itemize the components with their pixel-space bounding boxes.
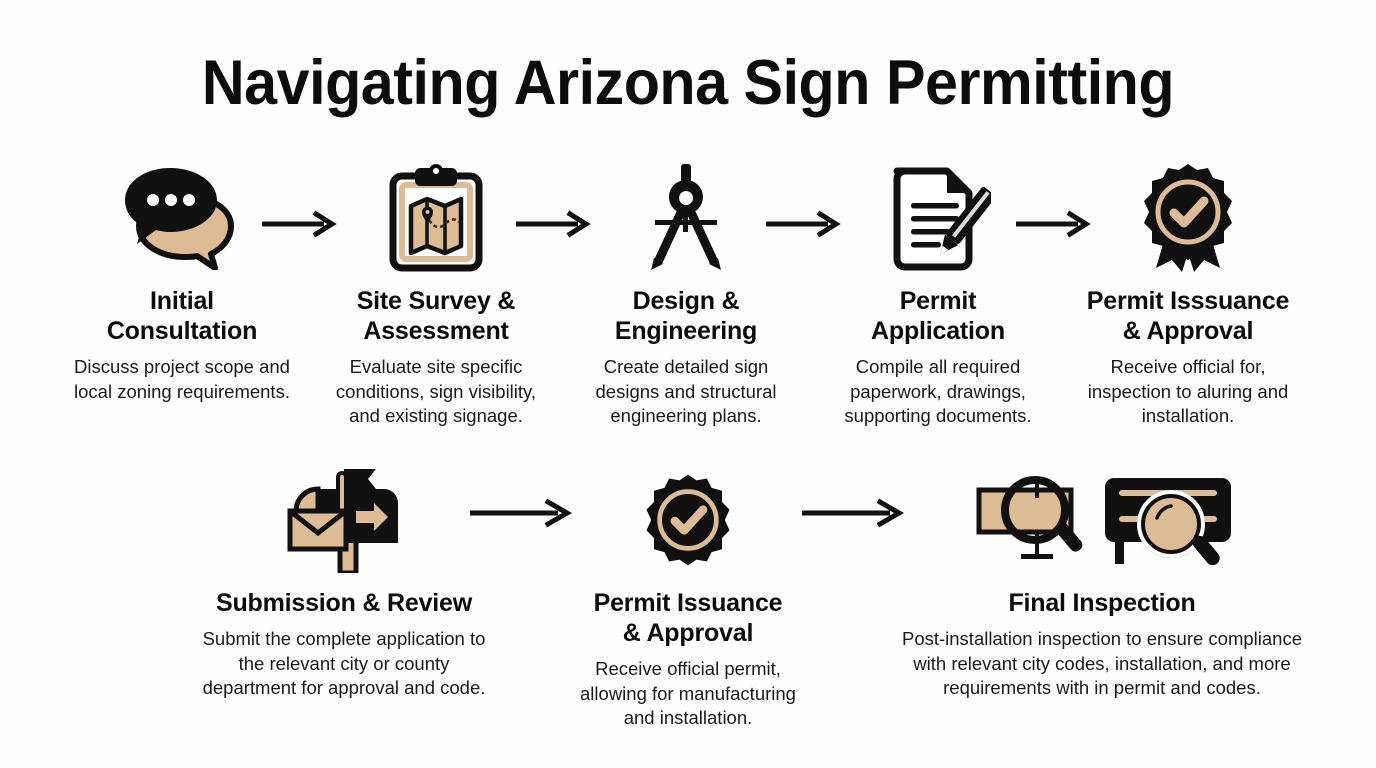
arrow-5-icon <box>470 498 574 528</box>
arrow-4-icon <box>1016 210 1092 240</box>
step-card-initial-consultation: Initial Consultation Discuss project sco… <box>66 160 298 404</box>
step-title-line1: Permit Isssuance <box>1086 287 1290 315</box>
step-title: Design & Engineering <box>570 286 802 346</box>
step-card-final-inspection: Final Inspection Post-installation inspe… <box>900 462 1304 701</box>
award-badge-check-icon <box>572 462 804 578</box>
step-title-line2: & Approval <box>1122 317 1254 345</box>
step-title-line1: Permit <box>899 287 977 315</box>
step-card-submission-review: Submission & Review Submit the complete … <box>200 462 488 701</box>
step-title-line1: Initial <box>150 287 214 315</box>
arrow-3-icon <box>766 210 842 240</box>
step-description: Discuss project scope and local zoning r… <box>74 356 290 402</box>
step-card-permit-isssuance-approval: Permit Isssuance & Approval Receive offi… <box>1072 160 1304 429</box>
arrow-6-icon <box>802 498 906 528</box>
step-title-line2: Engineering <box>614 317 758 345</box>
step-description: Submit the complete application to the r… <box>202 628 486 698</box>
document-pen-icon <box>822 160 1054 276</box>
step-title-line2: Consultation <box>106 317 258 345</box>
step-title: Initial Consultation <box>66 286 298 346</box>
step-card-design-engineering: Design & Engineering Create detailed sig… <box>570 160 802 429</box>
mailbox-icon <box>200 462 488 578</box>
step-title-line2: & Approval <box>622 619 754 647</box>
step-description: Receive official permit, allowing for ma… <box>580 658 796 728</box>
step-description: Evaluate site specific conditions, sign … <box>335 356 537 426</box>
step-card-site-survey-assessment: Site Survey & Assessment Evaluate site s… <box>320 160 552 429</box>
step-title: Submission & Review <box>216 589 472 617</box>
step-card-permit-issuance-approval: Permit Issuance & Approval Receive offic… <box>572 462 804 731</box>
step-title-line2: Application <box>871 317 1005 345</box>
step-description: Compile all required paperwork, drawings… <box>844 356 1032 426</box>
step-description: Create detailed sign designs and structu… <box>595 356 777 426</box>
step-title-line1: Design & <box>632 287 740 315</box>
step-title: Site Survey & Assessment <box>320 286 552 346</box>
step-title-line1: Permit Issuance <box>593 589 783 617</box>
speech-bubbles-icon <box>66 160 298 276</box>
clipboard-map-icon <box>320 160 552 276</box>
step-title: Final Inspection <box>1008 589 1196 617</box>
step-description: Post-installation inspection to ensure c… <box>901 628 1303 698</box>
arrow-2-icon <box>516 210 592 240</box>
step-title: Permit Issuance & Approval <box>572 588 804 648</box>
step-title-line1: Site Survey & <box>356 287 516 315</box>
step-description: Receive official for, inspection to alur… <box>1087 356 1289 426</box>
sign-magnifier-icon <box>900 462 1304 578</box>
award-badge-check-icon <box>1072 160 1304 276</box>
step-title: Permit Application <box>822 286 1054 346</box>
drafting-compass-icon <box>570 160 802 276</box>
page-title: Navigating Arizona Sign Permitting <box>201 48 1175 118</box>
step-title-line2: Assessment <box>363 317 509 345</box>
step-card-permit-application: Permit Application Compile all required … <box>822 160 1054 429</box>
step-title: Permit Isssuance & Approval <box>1072 286 1304 346</box>
arrow-1-icon <box>262 210 338 240</box>
